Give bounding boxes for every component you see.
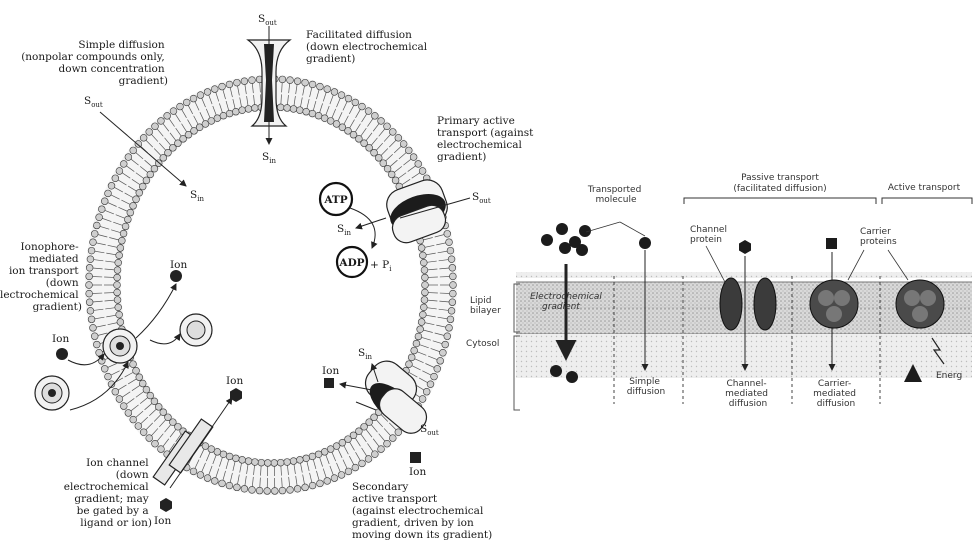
s-in-primary-label: Sin xyxy=(337,223,351,237)
adp-label: ADP xyxy=(338,257,364,269)
pi-label: + Pi xyxy=(370,259,392,273)
ion-channel-label: Ion channel (down electrochemical gradie… xyxy=(64,457,152,529)
s-out-primary-label: Sout xyxy=(472,191,491,205)
s-out-secondary-label: Sout xyxy=(420,423,439,437)
passive-transport-label: Passive transport xyxy=(741,173,819,183)
channel-protein-right xyxy=(754,278,776,330)
lipid-bilayer-label: Lipid bilayer xyxy=(470,296,501,316)
ion-secondary-inner-square xyxy=(324,378,334,388)
cytosol-label: Cytosol xyxy=(466,339,499,349)
s-in-secondary-label: Sin xyxy=(358,347,372,361)
secondary-active-transport-label: Secondary active transport (against elec… xyxy=(352,481,492,541)
energy-label: Energ xyxy=(936,371,962,381)
ion-left xyxy=(56,348,68,360)
cytosol-shade xyxy=(516,334,972,378)
ion-secondary-outer-label: Ion xyxy=(409,466,426,478)
arrow-atp-to-adp xyxy=(350,208,375,248)
arrow-secondary-sout xyxy=(356,402,376,410)
ion-channel-top-label: Ion xyxy=(226,375,243,387)
channel-protein-label: Channel protein xyxy=(690,225,730,245)
arrow-ionophore-out xyxy=(136,284,176,338)
active-transport-label: Active transport xyxy=(888,183,961,193)
transported-molecule-label: Transported molecule xyxy=(587,185,644,205)
atp-label: ATP xyxy=(323,194,347,206)
facilitated-diffusion-label: Facilitated diffusion (down electrochemi… xyxy=(306,29,430,65)
ion-channel-bottom-label: Ion xyxy=(154,515,171,527)
facilitated-diffusion-paren-label: (facilitated diffusion) xyxy=(733,184,826,194)
arrow-primary-sin xyxy=(356,218,386,228)
cell-membrane-ring xyxy=(85,75,457,495)
ion-channel-bottom-hex xyxy=(160,498,172,512)
simple-diffusion-right-label: Simple diffusion xyxy=(627,377,666,397)
ion-channel-top-hex xyxy=(230,388,242,402)
s-out-top-label: Sout xyxy=(258,13,277,27)
carrier-mediated-label: Carrier- mediated diffusion xyxy=(813,379,859,409)
ion-ionophore-left-label: Ion xyxy=(52,333,69,345)
s-out-simple-label: Sout xyxy=(84,95,103,109)
ionophore-label: Ionophore- mediated ion transport (down … xyxy=(0,241,82,313)
simple-diffusion-label: Simple diffusion (nonpolar compounds onl… xyxy=(21,39,168,87)
ion-ionophore-top-label: Ion xyxy=(170,259,187,271)
arrow-ionophore-in xyxy=(150,334,180,344)
s-in-simple-label: Sin xyxy=(190,189,204,203)
s-in-top-label: Sin xyxy=(262,151,276,165)
channel-protein-left xyxy=(720,278,742,330)
channel-mediated-label: Channel- mediated diffusion xyxy=(725,379,771,409)
ion-secondary-outer-square xyxy=(410,452,421,463)
ion-secondary-inner-label: Ion xyxy=(322,365,339,377)
primary-active-transport-label: Primary active transport (against electr… xyxy=(437,115,537,163)
carrier-proteins-label: Carrier proteins xyxy=(860,227,897,247)
